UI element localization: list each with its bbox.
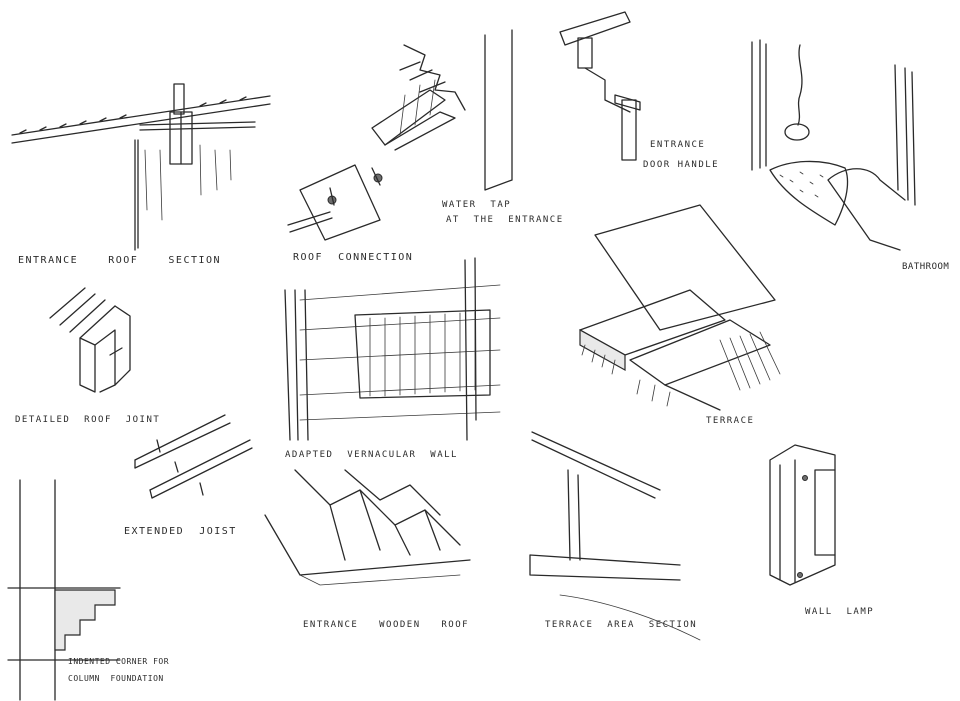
indented-corner-sketch (7, 479, 121, 701)
label-wall-lamp: WALL LAMP (805, 607, 875, 617)
label-entrance-wooden-roof: ENTRANCE WOODEN ROOF (303, 620, 470, 630)
wall-lamp-sketch (769, 444, 836, 586)
door-handle-sketch (559, 11, 641, 161)
terrace-area-section-sketch (529, 431, 701, 641)
label-roof-connection: ROOF CONNECTION (293, 252, 414, 263)
bathroom-sketch (751, 39, 916, 251)
label-entrance-roof-section: ENTRANCE ROOF SECTION (18, 255, 222, 266)
roof-connection-sketch (287, 164, 383, 241)
label-bathroom: BATHROOM (902, 262, 950, 272)
label-terrace: TERRACE (706, 416, 755, 426)
label-door-handle-line2: DOOR HANDLE (643, 160, 720, 170)
label-detailed-roof-joint: DETAILED ROOF JOINT (15, 415, 161, 425)
label-terrace-area-section: TERRACE AREA SECTION (545, 620, 698, 630)
label-indented-corner-line2: COLUMN FOUNDATION (68, 674, 164, 683)
label-water-tap-line1: WATER TAP (442, 200, 512, 210)
vernacular-wall-sketch (284, 257, 501, 441)
detailed-roof-joint-sketch (49, 287, 131, 393)
label-indented-corner-line1: INDENTED CORNER FOR (68, 657, 170, 666)
terrace-sketch (579, 204, 781, 411)
label-door-handle-line1: ENTRANCE (650, 140, 706, 150)
entrance-roof-section-sketch (11, 83, 271, 251)
extended-joist-sketch (134, 414, 253, 499)
label-water-tap-line2: AT THE ENTRANCE (446, 215, 564, 225)
label-adapted-vernacular-wall: ADAPTED VERNACULAR WALL (285, 450, 458, 460)
entrance-wooden-roof-sketch (264, 469, 471, 586)
water-tap-sketch (371, 29, 513, 191)
label-extended-joist: EXTENDED JOIST (124, 526, 237, 537)
